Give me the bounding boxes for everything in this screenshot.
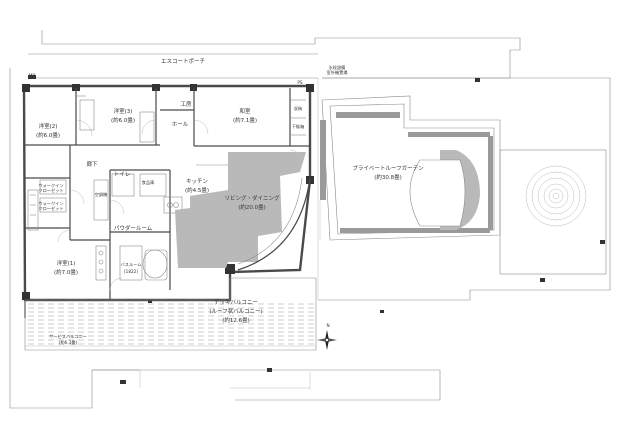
deck-balcony (24, 277, 317, 351)
water-tap-label: 水栓設備 (329, 64, 346, 71)
western-room-2-label: 洋室(2) (39, 122, 58, 130)
western-room-3-label: 洋室(3) (114, 107, 133, 115)
closet-1-label: ウォークイン (38, 182, 63, 189)
kitchen-size: (約4.5畳) (185, 186, 209, 194)
kitchen-label: キッチン (186, 178, 209, 185)
toilet-label: トイレ (114, 172, 131, 178)
site-boundary (9, 30, 611, 409)
deck-balcony-sub: (ルーフ状バルコニー) (209, 307, 262, 315)
north-label: N (326, 323, 329, 328)
deck-balcony-size: (約12.6畳) (222, 316, 250, 324)
powder-room-label: パウダールーム (114, 224, 153, 232)
curved-window (237, 177, 311, 271)
shoebox-label: 下駄箱 (292, 123, 305, 130)
ps-label: PS (297, 80, 303, 85)
western-room-1-size: (約7.0畳) (54, 268, 78, 276)
japanese-room-label: 和室 (239, 107, 251, 115)
closet-2-label: ウォークイン (38, 200, 63, 207)
corridor-label: 廊下 (86, 160, 98, 168)
ac-unit-label: 空調機 (95, 191, 108, 198)
interior-partitions (24, 88, 310, 300)
escort-porch-label: エスコートポーチ (161, 58, 205, 65)
bathroom-label: バスルーム (121, 262, 142, 267)
roof-garden-label: プライベートルーフガーデン (352, 164, 424, 172)
deck-hatch (28, 303, 314, 345)
roof-garden-size: (約30.8畳) (374, 173, 402, 181)
western-room-1-label: 洋室(1) (57, 259, 76, 267)
escort-porch: エスコートポーチ (28, 53, 318, 79)
workshop-label: 工房 (180, 100, 192, 108)
storage-label: 収納 (294, 105, 302, 112)
bathroom-size: (1822) (124, 269, 138, 274)
closet-2b-label: クローゼット (38, 205, 63, 212)
fountain (525, 165, 587, 227)
deck-balcony-label: デッキバルコニー (214, 298, 258, 306)
service-balcony-label: サービスバルコニー (49, 333, 87, 340)
living-dining-floor (175, 152, 306, 268)
western-room-2-size: (約6.0畳) (36, 131, 60, 139)
western-room-3-size: (約6.0畳) (111, 116, 135, 124)
living-dining-size: (約20.0畳) (238, 203, 266, 211)
service-balcony-size: (約6.3畳) (59, 339, 78, 346)
room-labels: 洋室(2) (約6.0畳) 洋室(3) (約6.0畳) 和室 (約7.1畳) 工… (36, 100, 424, 346)
closet-1b-label: クローゼット (38, 187, 63, 194)
hall-label: ホール (172, 121, 189, 128)
pantry-label: 食品庫 (142, 179, 155, 186)
north-arrow: N (317, 323, 337, 350)
outdoor-unit-label: 室外機置場 (327, 69, 349, 76)
living-dining-label: リビング・ダイニング (224, 194, 280, 202)
japanese-room-size: (約7.1畳) (233, 116, 257, 124)
roof-garden (319, 95, 607, 275)
